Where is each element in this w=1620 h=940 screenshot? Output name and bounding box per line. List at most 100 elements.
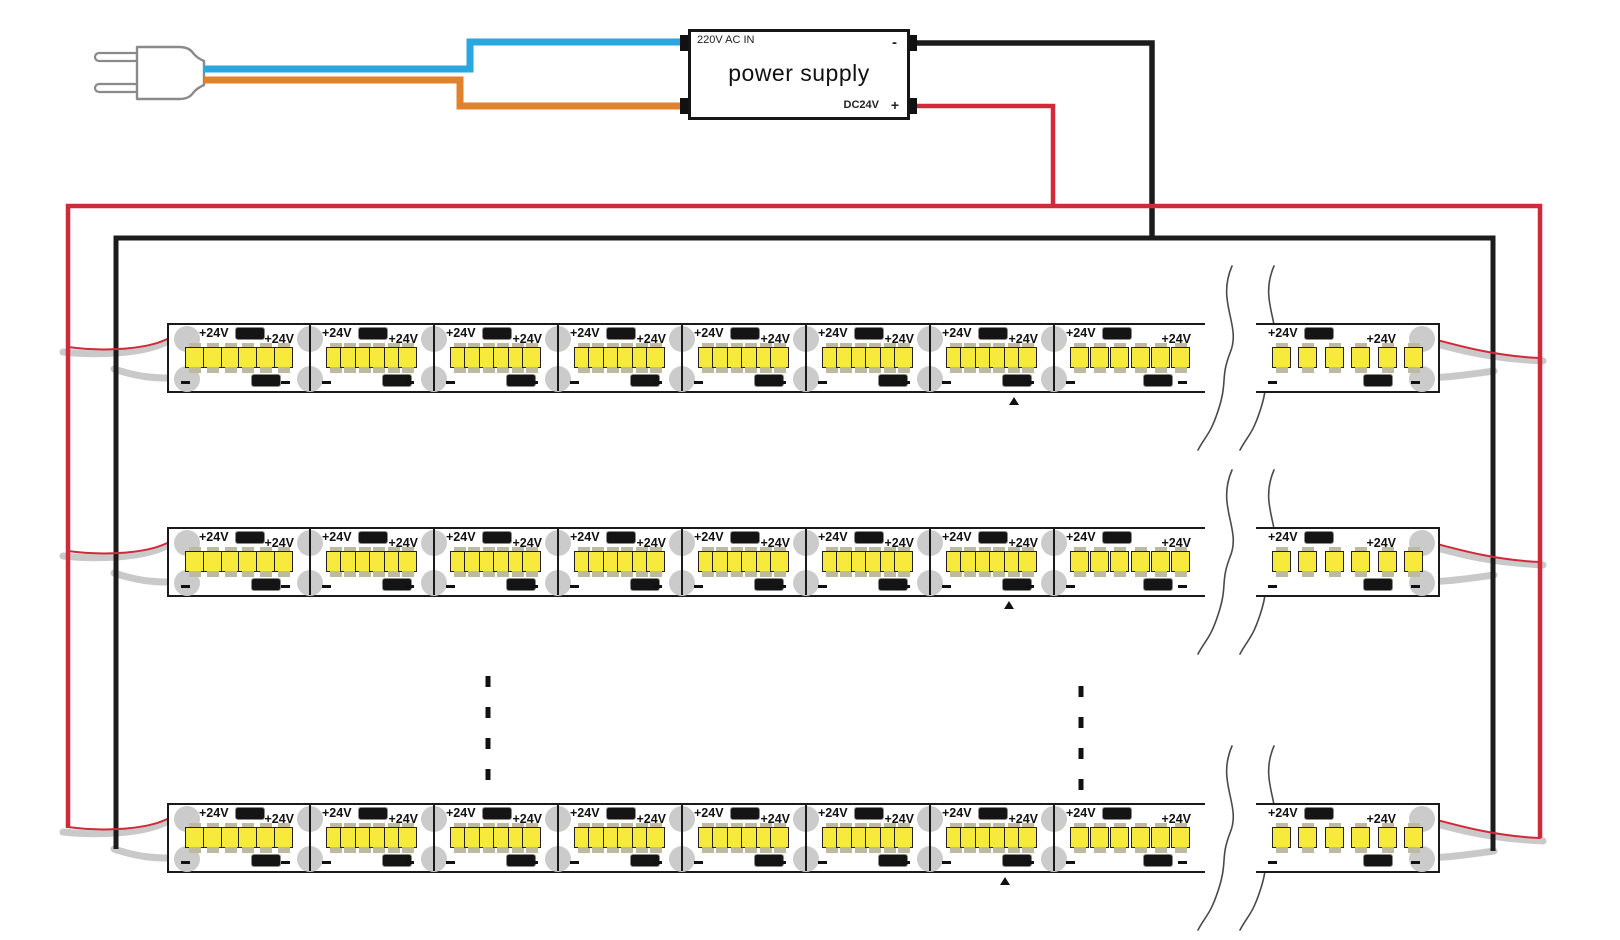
led-cap	[745, 367, 757, 373]
led-die	[646, 551, 665, 572]
led-cap	[1114, 343, 1126, 349]
led-cap	[993, 343, 1005, 349]
led-cap	[242, 847, 254, 853]
led-die	[770, 347, 789, 368]
led-cap	[497, 367, 509, 373]
strip-segment: +24V+24V	[1054, 805, 1207, 871]
led-die	[894, 551, 913, 572]
voltage-label: +24V	[199, 530, 229, 544]
led-cap	[898, 547, 910, 553]
led-chip	[256, 823, 276, 853]
led-die	[185, 827, 204, 848]
led-cap	[225, 367, 237, 373]
led-cap	[207, 547, 219, 553]
led-cap	[1074, 343, 1086, 349]
led-cap	[607, 367, 619, 373]
led-cap	[621, 343, 633, 349]
led-cap	[207, 343, 219, 349]
resistor-chip	[1102, 531, 1132, 544]
led-cap	[526, 343, 538, 349]
resistor-chip	[506, 374, 536, 387]
voltage-label: +24V	[1268, 326, 1298, 340]
led-cap	[1329, 547, 1341, 553]
segment-separator	[1053, 529, 1055, 595]
led-cap	[898, 847, 910, 853]
minus-mark	[446, 381, 455, 384]
led-die	[1151, 551, 1170, 572]
led-cap	[260, 847, 272, 853]
led-chip	[522, 343, 542, 373]
led-cap	[1408, 571, 1420, 577]
led-chip	[1351, 547, 1371, 577]
minus-mark	[694, 381, 703, 384]
voltage-label: +24V	[199, 806, 229, 820]
led-chip	[221, 823, 241, 853]
led-cap	[1408, 547, 1420, 553]
segment-separator	[929, 805, 931, 871]
led-die	[1298, 827, 1317, 848]
led-die	[1110, 347, 1129, 368]
led-cap	[1408, 823, 1420, 829]
led-chip	[588, 823, 608, 853]
led-cap	[731, 571, 743, 577]
resistor-chip	[1002, 578, 1032, 591]
led-cap	[869, 823, 881, 829]
segment-separator	[681, 325, 683, 391]
led-cap	[402, 343, 414, 349]
led-die	[256, 347, 275, 368]
led-cap	[1175, 571, 1187, 577]
led-cap	[869, 547, 881, 553]
led-cap	[207, 847, 219, 853]
led-cap	[855, 367, 867, 373]
led-die	[1171, 551, 1190, 572]
led-chip	[464, 823, 484, 853]
led-chip	[1151, 343, 1171, 373]
voltage-label: +24V	[1161, 536, 1191, 550]
direction-arrow	[1000, 877, 1010, 885]
led-chip	[203, 823, 223, 853]
led-chip	[522, 547, 542, 577]
led-cap	[278, 823, 290, 829]
led-cap	[373, 367, 385, 373]
resistor-chip	[878, 578, 908, 591]
led-chip	[256, 547, 276, 577]
resistor-chip	[878, 374, 908, 387]
led-cap	[1155, 847, 1167, 853]
led-cap	[869, 571, 881, 577]
led-cap	[242, 547, 254, 553]
minus-mark	[181, 585, 190, 588]
led-die	[1351, 827, 1370, 848]
led-cap	[745, 571, 757, 577]
led-cap	[702, 847, 714, 853]
led-chip	[989, 547, 1009, 577]
led-chip	[1378, 823, 1398, 853]
led-cap	[979, 367, 991, 373]
led-cap	[330, 367, 342, 373]
led-cap	[1155, 823, 1167, 829]
led-chip	[1298, 823, 1318, 853]
led-cap	[1094, 571, 1106, 577]
led-cap	[373, 343, 385, 349]
dc-negative-feed-wire	[916, 40, 1155, 238]
led-cap	[1135, 547, 1147, 553]
strip-segment: +24V+24V	[930, 805, 1054, 871]
led-strip-row-2: +24V+24V+24V+24V+24V+24V+24V+24V+24V+24V…	[167, 527, 1205, 597]
led-strip-row-3-end: +24V+24V	[1256, 803, 1440, 873]
segment-separator	[805, 529, 807, 595]
led-die	[238, 827, 257, 848]
led-cap	[402, 823, 414, 829]
voltage-label: +24V	[1008, 332, 1038, 346]
led-cap	[578, 571, 590, 577]
voltage-label: +24V	[446, 806, 476, 820]
led-chip	[1298, 343, 1318, 373]
led-cap	[1382, 343, 1394, 349]
led-cap	[964, 547, 976, 553]
minus-mark	[446, 861, 455, 864]
led-cap	[1175, 847, 1187, 853]
minus-mark	[818, 381, 827, 384]
led-chip	[1018, 547, 1038, 577]
led-cap	[745, 847, 757, 853]
minus-mark	[901, 381, 910, 384]
led-die	[1151, 347, 1170, 368]
led-cap	[993, 367, 1005, 373]
